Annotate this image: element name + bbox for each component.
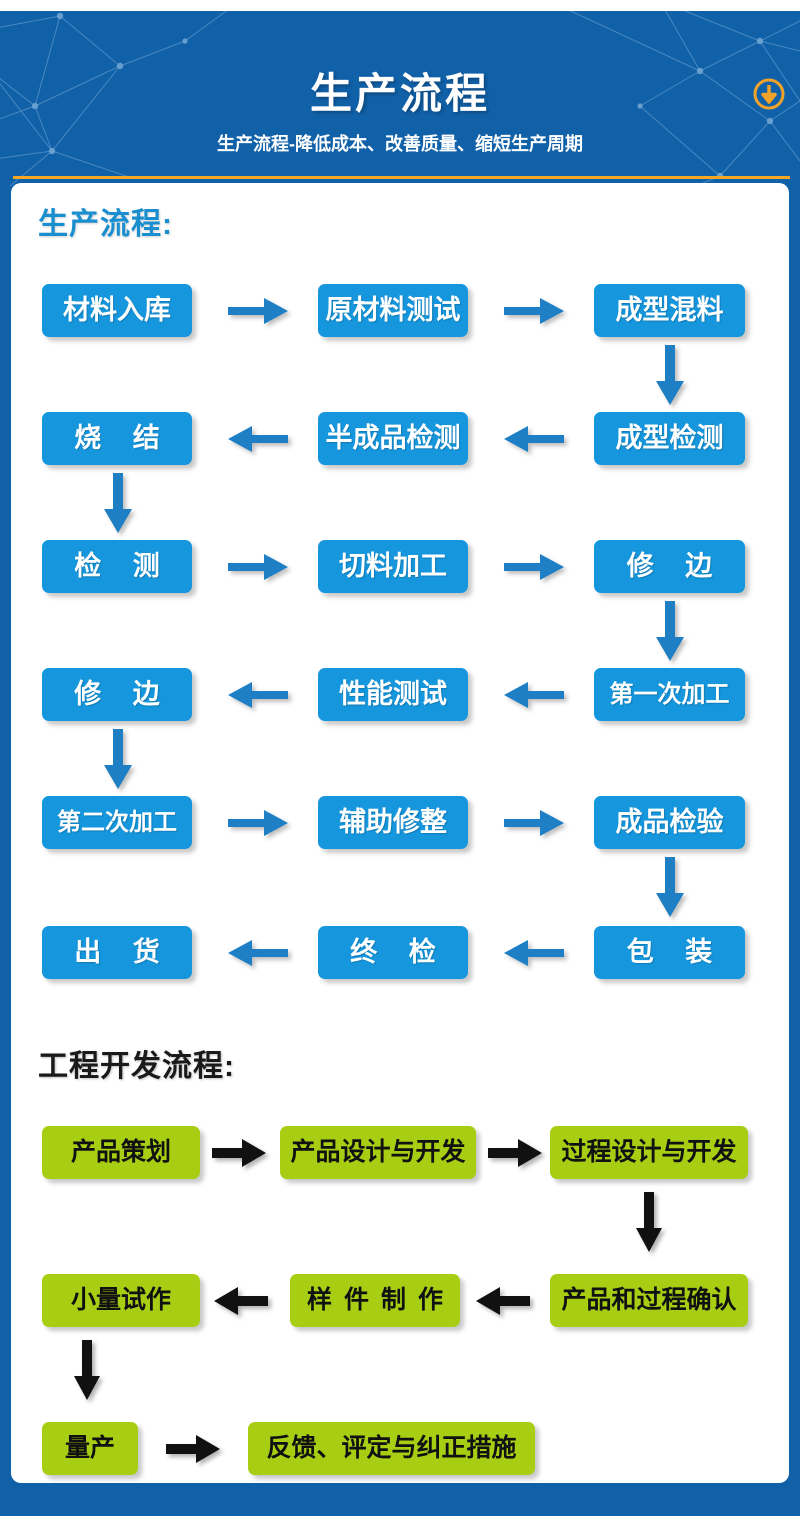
flow-box-production-5-1[interactable]: 第二次加工 <box>42 796 192 849</box>
footer-strip <box>0 1483 800 1516</box>
arrow-down-icon <box>634 1192 664 1254</box>
arrow-left-icon <box>228 425 290 453</box>
flow-box-production-2-2[interactable]: 半成品检测 <box>318 412 468 465</box>
arrow-right-icon <box>504 553 566 581</box>
arrow-right-icon <box>228 809 290 837</box>
page-title: 生产流程 <box>309 70 490 117</box>
flow-box-engineering-2-1[interactable]: 小量试作 <box>42 1274 200 1327</box>
arrow-right-icon <box>212 1139 268 1167</box>
arrow-left-icon <box>504 939 566 967</box>
arrow-right-icon <box>504 297 566 325</box>
arrow-down-icon <box>654 857 686 919</box>
flow-box-production-6-3[interactable]: 包 装 <box>594 926 745 979</box>
section-heading-engineering: 工程开发流程: <box>38 1050 235 1083</box>
arrow-down-icon <box>102 473 134 535</box>
arrow-left-icon <box>504 425 566 453</box>
flow-box-engineering-1-3[interactable]: 过程设计与开发 <box>550 1126 748 1179</box>
flow-box-engineering-1-1[interactable]: 产品策划 <box>42 1126 200 1179</box>
arrow-down-icon <box>654 345 686 407</box>
flow-box-production-3-2[interactable]: 切料加工 <box>318 540 468 593</box>
flow-box-production-5-2[interactable]: 辅助修整 <box>318 796 468 849</box>
flow-box-production-3-3[interactable]: 修 边 <box>594 540 745 593</box>
arrow-right-icon <box>504 809 566 837</box>
page-subtitle: 生产流程-降低成本、改善质量、缩短生产周期 <box>217 134 583 154</box>
flow-box-engineering-3-2[interactable]: 反馈、评定与纠正措施 <box>248 1422 535 1475</box>
arrow-down-icon <box>102 729 134 791</box>
flow-box-production-5-3[interactable]: 成品检验 <box>594 796 745 849</box>
flow-box-production-6-1[interactable]: 出 货 <box>42 926 192 979</box>
arrow-right-icon <box>488 1139 544 1167</box>
arrow-right-icon <box>166 1435 222 1463</box>
page-header: 生产流程 生产流程-降低成本、改善质量、缩短生产周期 <box>0 11 800 186</box>
flow-box-engineering-2-2[interactable]: 样件制作 <box>290 1274 460 1327</box>
flow-box-production-3-1[interactable]: 检 测 <box>42 540 192 593</box>
arrow-left-icon <box>504 681 566 709</box>
arrow-left-icon <box>476 1287 532 1315</box>
flow-box-engineering-3-1[interactable]: 量产 <box>42 1422 138 1475</box>
flow-box-production-6-2[interactable]: 终 检 <box>318 926 468 979</box>
flow-box-production-1-2[interactable]: 原材料测试 <box>318 284 468 337</box>
arrow-right-icon <box>228 297 290 325</box>
flow-box-production-4-3[interactable]: 第一次加工 <box>594 668 745 721</box>
flow-box-production-1-3[interactable]: 成型混料 <box>594 284 745 337</box>
arrow-left-icon <box>228 939 290 967</box>
flow-box-production-4-2[interactable]: 性能测试 <box>318 668 468 721</box>
flow-box-production-1-1[interactable]: 材料入库 <box>42 284 192 337</box>
flow-box-production-2-3[interactable]: 成型检测 <box>594 412 745 465</box>
arrow-down-icon <box>72 1340 102 1402</box>
download-circle-icon[interactable] <box>752 77 786 111</box>
flow-box-engineering-1-2[interactable]: 产品设计与开发 <box>280 1126 476 1179</box>
section-heading-production: 生产流程: <box>38 208 173 241</box>
arrow-left-icon <box>214 1287 270 1315</box>
flow-box-production-4-1[interactable]: 修 边 <box>42 668 192 721</box>
arrow-down-icon <box>654 601 686 663</box>
flow-box-production-2-1[interactable]: 烧 结 <box>42 412 192 465</box>
header-accent-rule <box>13 176 790 179</box>
arrow-right-icon <box>228 553 290 581</box>
flow-box-engineering-2-3[interactable]: 产品和过程确认 <box>550 1274 748 1327</box>
arrow-left-icon <box>228 681 290 709</box>
